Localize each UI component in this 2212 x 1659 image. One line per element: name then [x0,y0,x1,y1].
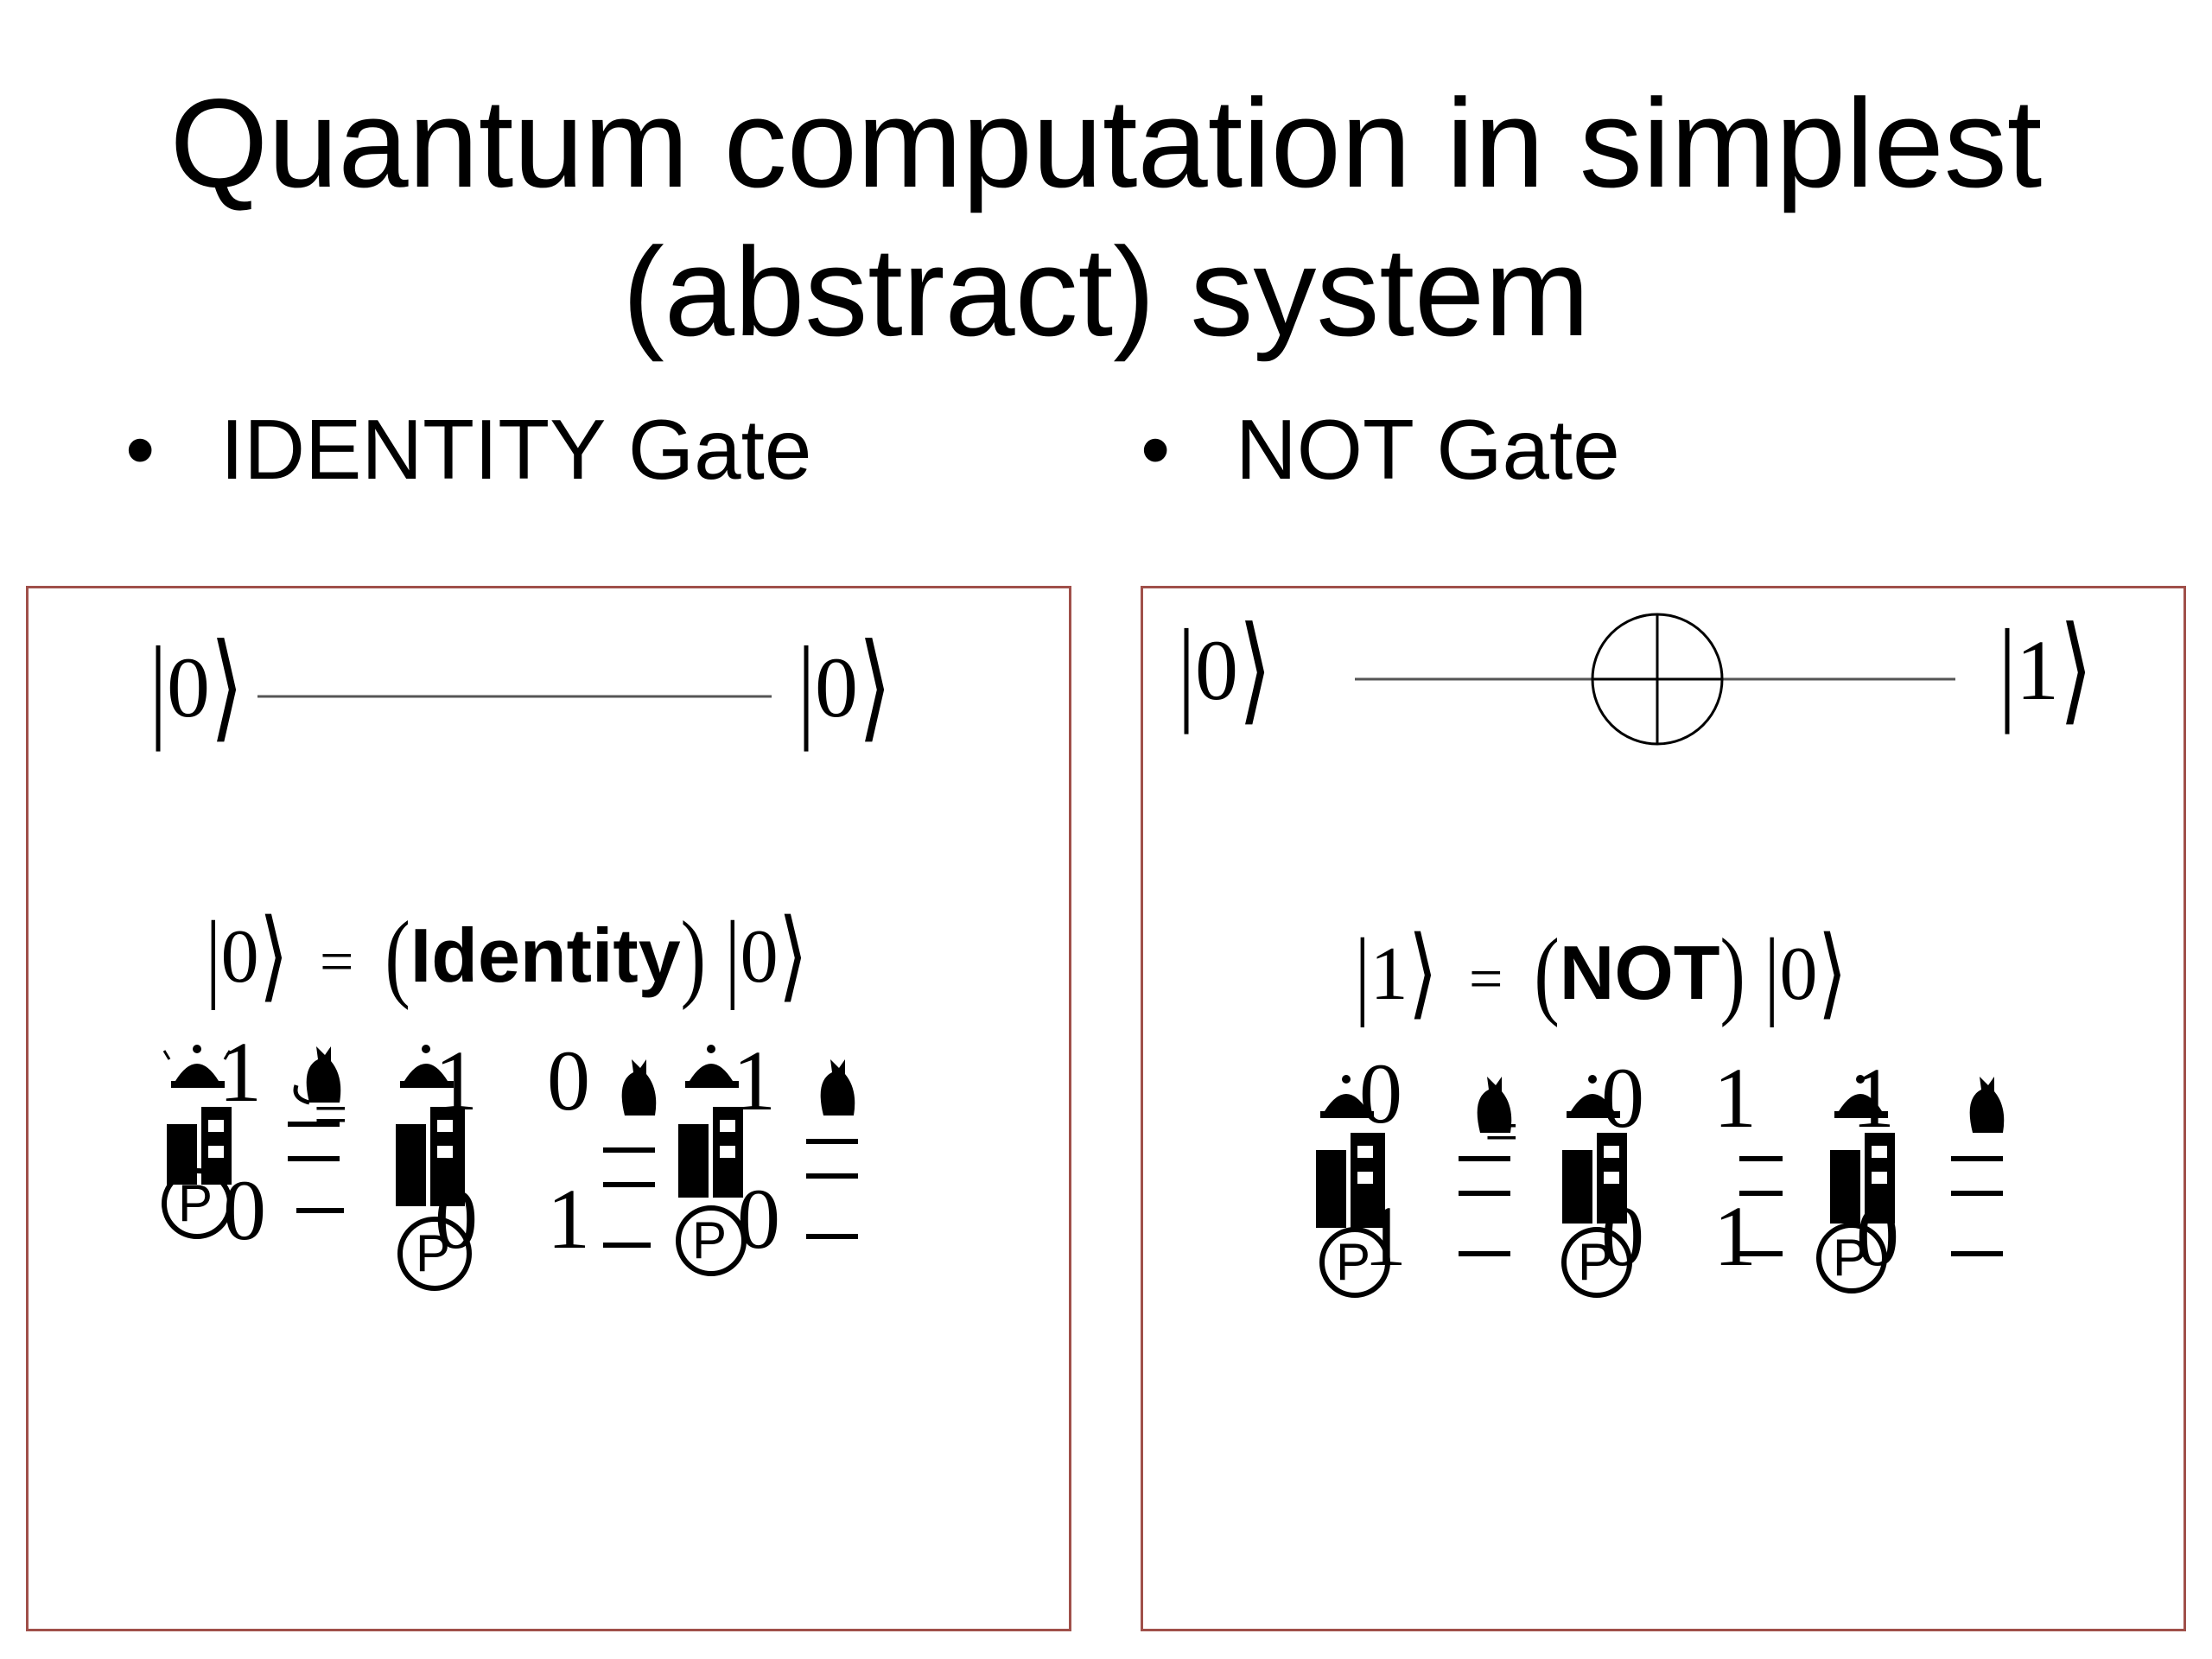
bullet-marker: • [1141,402,1171,497]
slide-title-line-1: Quantum computation in simplest [169,73,2043,213]
cat-icon [820,1059,855,1116]
bell-icon [400,1045,454,1088]
parking-icon: P [676,1205,747,1276]
not-input-ket: |0⟩ [1178,605,1273,735]
svg-text:P: P [1578,1233,1612,1291]
identity-matrix-11: 1 [547,1171,590,1267]
parking-icon: P [397,1217,472,1291]
cat-icon [293,1046,341,1105]
not-output-ket: |1⟩ [1999,605,2094,735]
syringe-icon [288,1122,344,1213]
identity-matrix-01: 0 [547,1033,590,1128]
slide-title: Quantum computation in simplest (abstrac… [0,69,2212,366]
identity-input-ket: |0⟩ [149,622,245,753]
parking-icon: P [162,1168,232,1239]
identity-output-ket: |0⟩ [798,622,893,753]
syringe-icon [1951,1156,2003,1256]
syringe-icon [603,1147,655,1248]
not-wire [1355,613,1955,746]
bell-icon [1320,1075,1374,1118]
bullet-label-not: NOT Gate [1236,402,1620,497]
parking-icon: P [1816,1223,1887,1294]
cat-icon [621,1059,657,1116]
identity-wire [257,695,772,698]
bullet-label-identity: IDENTITY Gate [220,402,812,497]
identity-equation: |0⟩ = (Identity) |0⟩ [206,902,808,1012]
not-matrix-01: 1 [1713,1050,1757,1146]
building-icon [396,1107,465,1206]
cat-icon [1969,1077,2005,1133]
identity-operator: Identity [410,912,681,998]
bullet-not-gate: • NOT Gate [1141,397,1620,501]
bullet-marker: • [125,402,156,497]
bell-icon [1834,1075,1888,1118]
identity-icon-clutter: P P [162,1045,858,1291]
bell-icon [162,1045,232,1088]
not-gate-panel: |0⟩ |1⟩ |1⟩ = (NOT) |0⟩ 0 1 = 0 1 1 0 1 … [1141,586,2186,1631]
identity-out-vec-top: 1 [219,1024,262,1120]
building-icon [678,1107,743,1198]
svg-text:P: P [1336,1233,1370,1291]
not-matrix-00: 0 [1601,1050,1644,1146]
not-equation: |1⟩ = (NOT) |0⟩ [1355,919,1847,1029]
bell-icon [685,1045,739,1088]
svg-text:P: P [416,1224,450,1282]
syringe-icon [1459,1156,1510,1256]
bell-icon [1567,1075,1620,1118]
cat-icon [1477,1077,1512,1133]
building-icon [1562,1133,1627,1224]
not-operator: NOT [1559,930,1720,1015]
identity-gate-panel: |0⟩ |0⟩ |0⟩ = (Identity) |0⟩ 1 0 = 1 0 0… [26,586,1071,1631]
syringe-icon [806,1139,858,1239]
syringe-icon [1739,1156,1783,1256]
building-icon [1830,1133,1895,1224]
not-matrix-10: 1 [1713,1188,1757,1284]
building-icon [1316,1133,1385,1228]
svg-text:P: P [178,1174,213,1232]
bullet-identity-gate: • IDENTITY Gate [125,397,811,501]
parking-icon: P [1319,1227,1390,1298]
svg-text:P: P [692,1211,727,1269]
not-out-vec-top: 0 [1359,1046,1402,1141]
not-icon-clutter: P P P [1316,1075,2005,1298]
slide-title-line-2: (abstract) system [622,221,1590,362]
parking-icon: P [1561,1227,1632,1298]
svg-text:P: P [1833,1229,1867,1287]
xor-gate-icon [1591,613,1724,746]
